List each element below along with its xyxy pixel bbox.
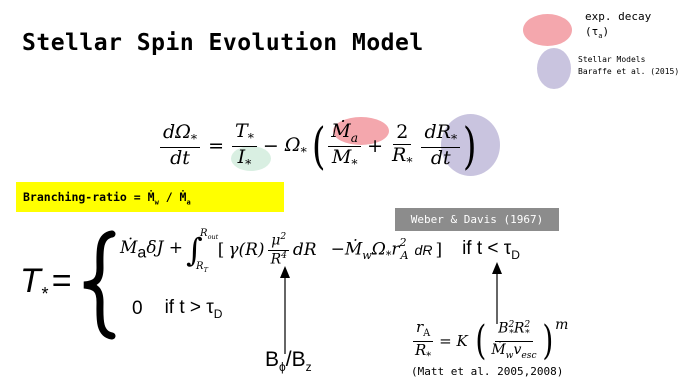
bphi-over-bz: Bϕ/Bz bbox=[265, 348, 312, 375]
purple-highlight-drdt bbox=[441, 114, 500, 176]
matt-equation: rA R* = K ( B2*R2* Ṁwvesc ) m bbox=[412, 316, 568, 366]
torque-line-2: 0 if t > τD bbox=[132, 297, 223, 321]
legend-purple-label: Stellar Models Baraffe et al. (2015) bbox=[578, 55, 680, 76]
branching-ratio-box: Branching-ratio = Ṁw / Ṁa bbox=[16, 182, 284, 212]
matt-citation: (Matt et al. 2005,2008) bbox=[411, 365, 564, 378]
spin-evolution-equation: dΩ* dt = T* I* − Ω* ( Ṁa M* + 2 R* dR* d… bbox=[160, 113, 480, 179]
slide-title: Stellar Spin Evolution Model bbox=[22, 30, 424, 56]
red-highlight-mdot bbox=[333, 117, 389, 145]
torque-symbol: T*= bbox=[20, 262, 72, 304]
torque-line-1: ṀaδJ + Rout ∫ RT [ γ(R) μ2 R4 dR −ṀwΩ*r2… bbox=[120, 228, 520, 274]
red-ellipse-legend bbox=[523, 14, 572, 46]
weber-davis-box: Weber & Davis (1967) bbox=[395, 208, 559, 231]
arrow-matt bbox=[492, 262, 502, 324]
curly-brace bbox=[83, 230, 116, 340]
green-highlight-inertia bbox=[231, 146, 271, 171]
arrow-bphi bbox=[280, 266, 290, 354]
purple-ellipse-legend bbox=[537, 48, 571, 89]
legend-red-label: exp. decay (τa) bbox=[585, 10, 652, 41]
